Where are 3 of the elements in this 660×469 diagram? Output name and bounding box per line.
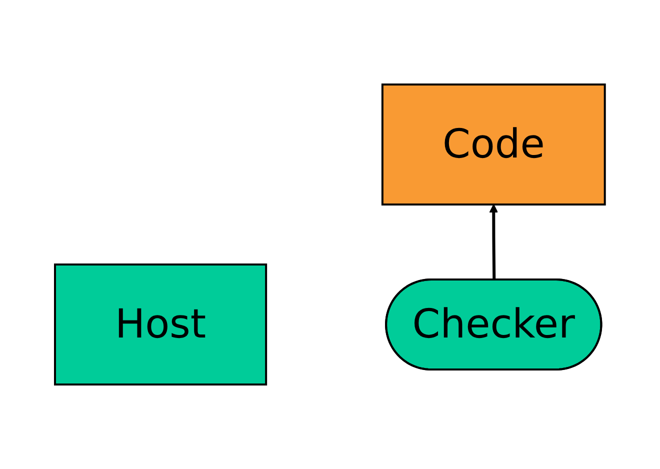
arrow — [489, 204, 498, 280]
node-box: Code — [382, 84, 606, 206]
node-box: Host — [54, 264, 268, 386]
